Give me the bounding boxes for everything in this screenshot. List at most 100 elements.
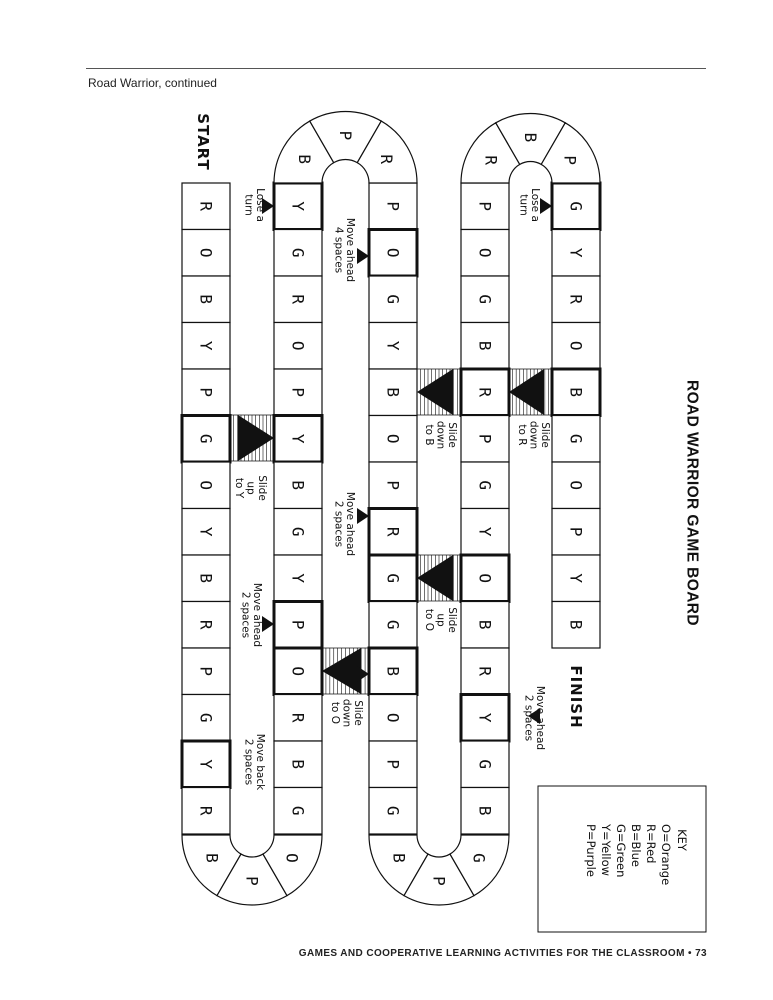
move-ahead-label: 4 spaces [333,227,345,273]
board-space [181,182,231,231]
board-space [367,507,419,557]
key-entry: Y=Yellow [599,823,613,876]
move-ahead-label: Move ahead [251,583,263,647]
space-letter: G [384,806,403,816]
chute-arrow [417,369,453,415]
running-head: Road Warrior, continued [88,76,217,90]
space-letter: R [197,806,216,816]
space-letter: B [289,759,308,769]
move-ahead-label: 2 spaces [523,695,535,741]
board-space [181,228,231,277]
key-entry: P=Purple [584,824,598,877]
pointer-triangle [528,708,540,724]
chute-arrow [509,369,544,415]
space-letter: P [567,527,586,537]
board-space [368,182,418,231]
space-letter: R [476,387,495,397]
board-space [403,853,475,906]
board-space [551,600,601,649]
move-ahead-label: 2 spaces [333,501,345,547]
space-letter: O [567,341,586,351]
space-letter: P [243,876,262,886]
board-space [368,693,418,742]
board-space [551,321,601,370]
key-entry: G=Green [614,824,628,877]
slide-label: Slide [446,422,458,448]
slide-chute [416,554,462,602]
key-entry: R=Red [644,824,658,863]
board-space [367,228,419,278]
space-letter: G [567,201,586,211]
space-letter: R [567,294,586,304]
space-letter: O [289,666,308,676]
slide-label: to B [423,424,435,445]
space-letter: Y [289,434,308,444]
u-turn [368,834,510,906]
space-letter: B [567,387,586,397]
move-ahead-label: 2 spaces [240,592,252,638]
board-space [181,461,231,510]
space-letter: R [384,527,403,537]
board-space [181,693,231,742]
header-rule [86,68,706,69]
space-letter: Y [567,248,586,258]
space-letter: P [384,759,403,769]
space-letter: B [567,620,586,630]
space-letter: O [197,248,216,258]
board-space [460,740,510,789]
space-letter: B [384,387,403,397]
lose-turn-label: turn [243,194,255,216]
space-letter: Y [476,527,495,537]
move-ahead-label: Move ahead [534,686,546,750]
board-space [273,507,323,556]
space-letter: R [476,666,495,676]
pointer-triangle [357,508,369,524]
slide-label: up [245,481,257,495]
board-space [460,507,510,556]
finish-label: FINISH [567,665,585,728]
board-title: ROAD WARRIOR GAME BOARD [684,380,701,626]
space-letter: Y [289,573,308,583]
board-space [181,786,231,835]
space-letter: B [476,806,495,816]
space-letter: P [289,620,308,630]
slide-chute [508,368,553,416]
space-letter: B [289,480,308,490]
space-letter: R [377,154,396,164]
space-letter: O [476,573,495,583]
move-ahead-label: Move ahead [344,218,356,282]
space-letter: R [482,155,501,165]
board-space [551,275,601,324]
space-letter: B [295,154,314,164]
pointer-triangle [357,666,369,682]
slide-label: down [341,699,353,727]
space-letter: G [289,527,308,537]
board-space [273,740,323,789]
space-letter: B [476,341,495,351]
board-space [460,228,510,277]
space-letter: P [197,666,216,676]
space-letter: B [197,294,216,304]
board-space [550,181,602,231]
space-letter: G [384,620,403,630]
board-space [273,461,323,510]
page-footer: GAMES AND COOPERATIVE LEARNING ACTIVITIE… [298,948,707,959]
board-space [273,554,323,603]
space-letter: R [197,620,216,630]
space-letter: O [197,480,216,490]
space-letter: R [197,201,216,211]
key-entry: B=Blue [629,824,643,867]
space-letter: Y [197,759,216,769]
slide-chute [229,414,275,462]
board-space [181,275,231,324]
start-label: START [194,113,212,171]
board-space [273,693,323,742]
board-space [273,786,323,835]
space-letter: B [476,620,495,630]
board-space [181,647,231,696]
key-entry: O=Orange [659,824,673,885]
board-space [368,461,418,510]
space-letter: Y [197,527,216,537]
space-letter: O [567,480,586,490]
space-letter: G [476,294,495,304]
